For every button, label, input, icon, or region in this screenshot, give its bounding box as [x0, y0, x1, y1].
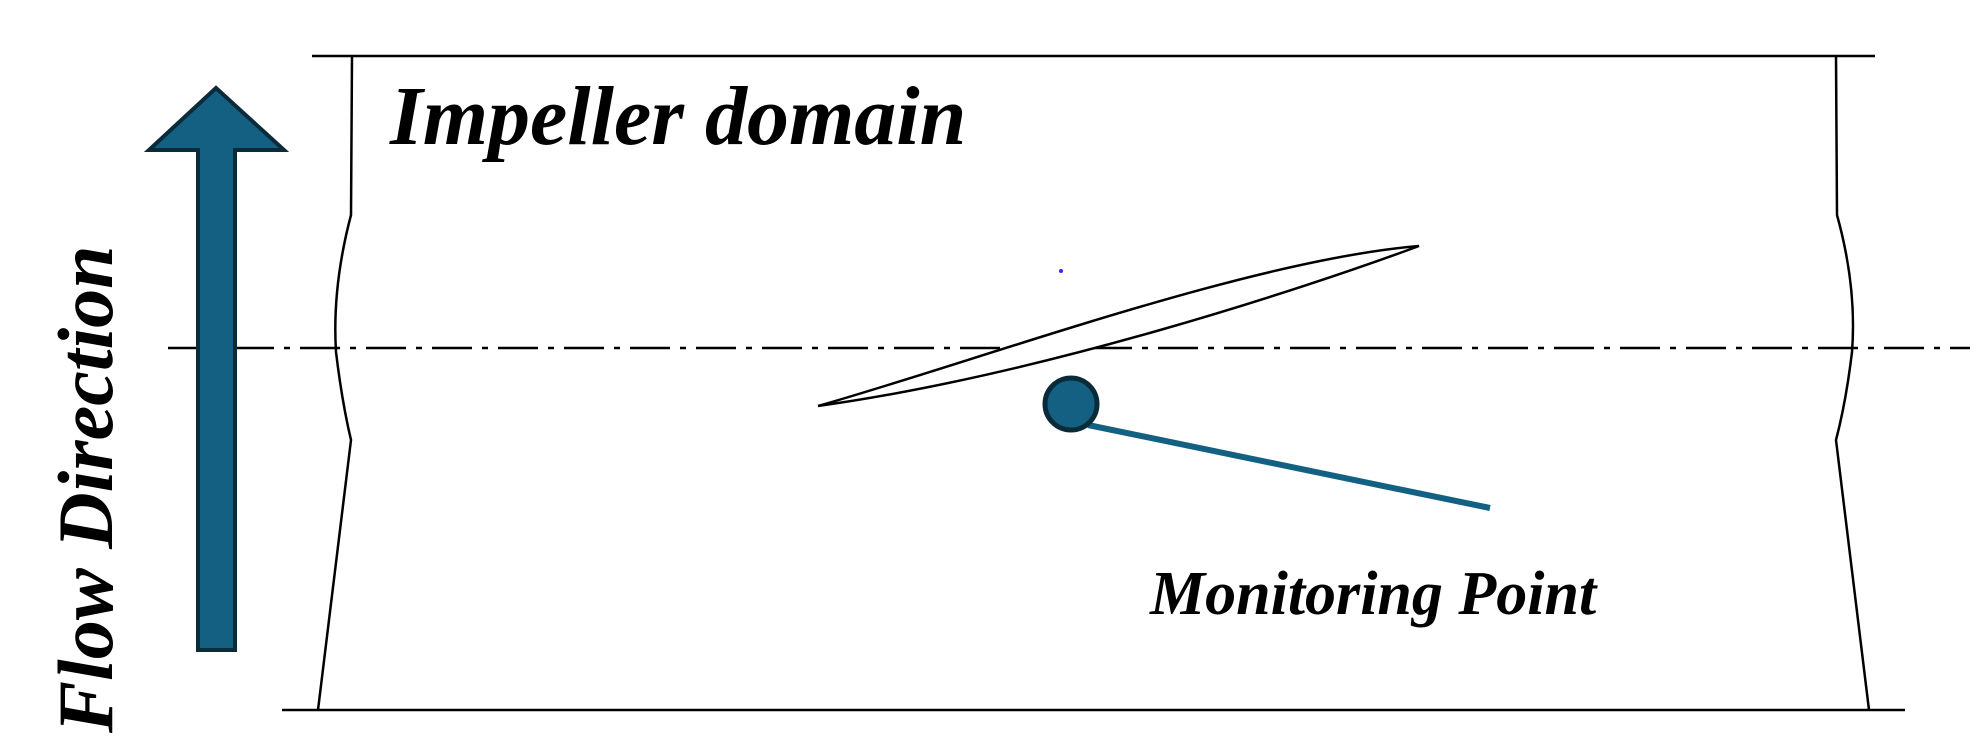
marker-dot [1059, 269, 1063, 273]
domain-title: Impeller domain [389, 70, 966, 163]
monitoring-point-leader [1087, 422, 1491, 511]
left-wall [316, 55, 354, 711]
up-arrow-icon [143, 85, 290, 652]
impeller-blade [817, 244, 1420, 408]
monitoring-point-label: Monitoring Point [1149, 560, 1598, 628]
circle-marker-icon [1042, 375, 1100, 433]
flow-direction-label: Flow Direction [42, 245, 129, 734]
domain-boundary [282, 54, 1905, 712]
right-wall [1834, 55, 1871, 711]
